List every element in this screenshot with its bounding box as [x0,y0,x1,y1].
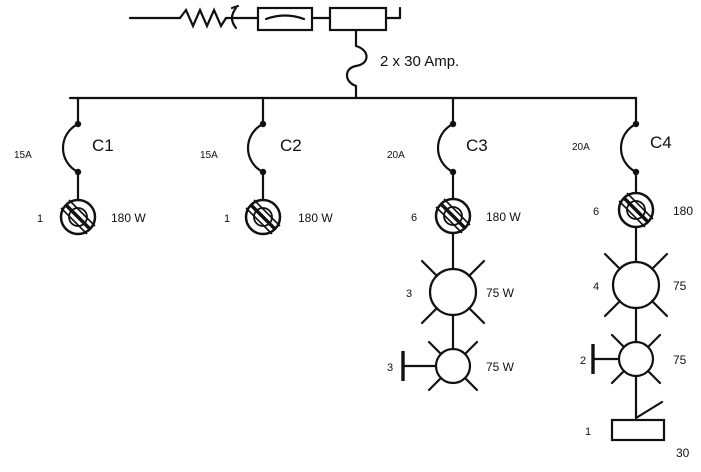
wall-lamp-icon [401,340,479,392]
circuit-c3: 20A C3 6 180 W 3 75 W [387,96,521,392]
load-power: 30 [676,446,690,460]
fluorescent-lamp-icon [617,191,655,229]
load-count: 1 [224,213,230,225]
variable-arrow-symbol [224,4,240,30]
main-fuse-symbol [345,44,368,99]
breaker-rating: 15A [14,150,32,161]
lamp-icon [420,259,486,325]
circuit-label: C3 [466,136,488,155]
breaker-symbol [247,122,265,174]
breaker-rating: 20A [387,150,405,161]
load-power: 180 W [298,211,333,225]
load-count: 1 [585,426,591,438]
main-fuse-label: 2 x 30 Amp. [380,53,459,70]
load-power: 75 W [486,286,515,300]
supply-line: 2 x 30 Amp. [128,4,459,99]
fluorescent-lamp-icon [244,198,282,236]
circuit-label: C1 [92,136,114,155]
load-count: 3 [406,288,412,300]
load-count: 6 [593,206,599,218]
load-power: 75 [673,353,687,367]
circuit-label: C2 [280,136,302,155]
load-count: 3 [387,362,393,374]
load-count: 1 [37,213,43,225]
breaker-rating: 20A [572,142,590,153]
resistor-symbol [178,7,228,29]
load-power: 75 W [486,360,515,374]
load-power: 180 W [111,211,146,225]
load-power: 75 [673,279,687,293]
load-count: 6 [411,212,417,224]
breaker-symbol [437,122,455,174]
circuit-label: C4 [650,133,672,152]
load-power: 180 W [486,210,521,224]
load-count: 4 [593,281,599,293]
circuit-c2: 15A C2 1 180 W [200,96,333,236]
circuit-c4: 20A C4 6 180 4 75 [572,96,693,460]
wall-lamp-icon [591,333,662,385]
main-fuse-box [328,6,388,32]
load-power: 180 [673,204,693,218]
fluorescent-lamp-icon [434,197,472,235]
circuit-c1: 15A C1 1 180 W [14,96,146,236]
breaker-rating: 15A [200,150,218,161]
breaker-symbol [620,122,638,174]
load-count: 2 [580,355,586,367]
lamp-icon [603,252,669,318]
breaker-symbol [62,122,80,174]
fluorescent-lamp-icon [59,198,97,236]
switch-icon [610,400,666,442]
